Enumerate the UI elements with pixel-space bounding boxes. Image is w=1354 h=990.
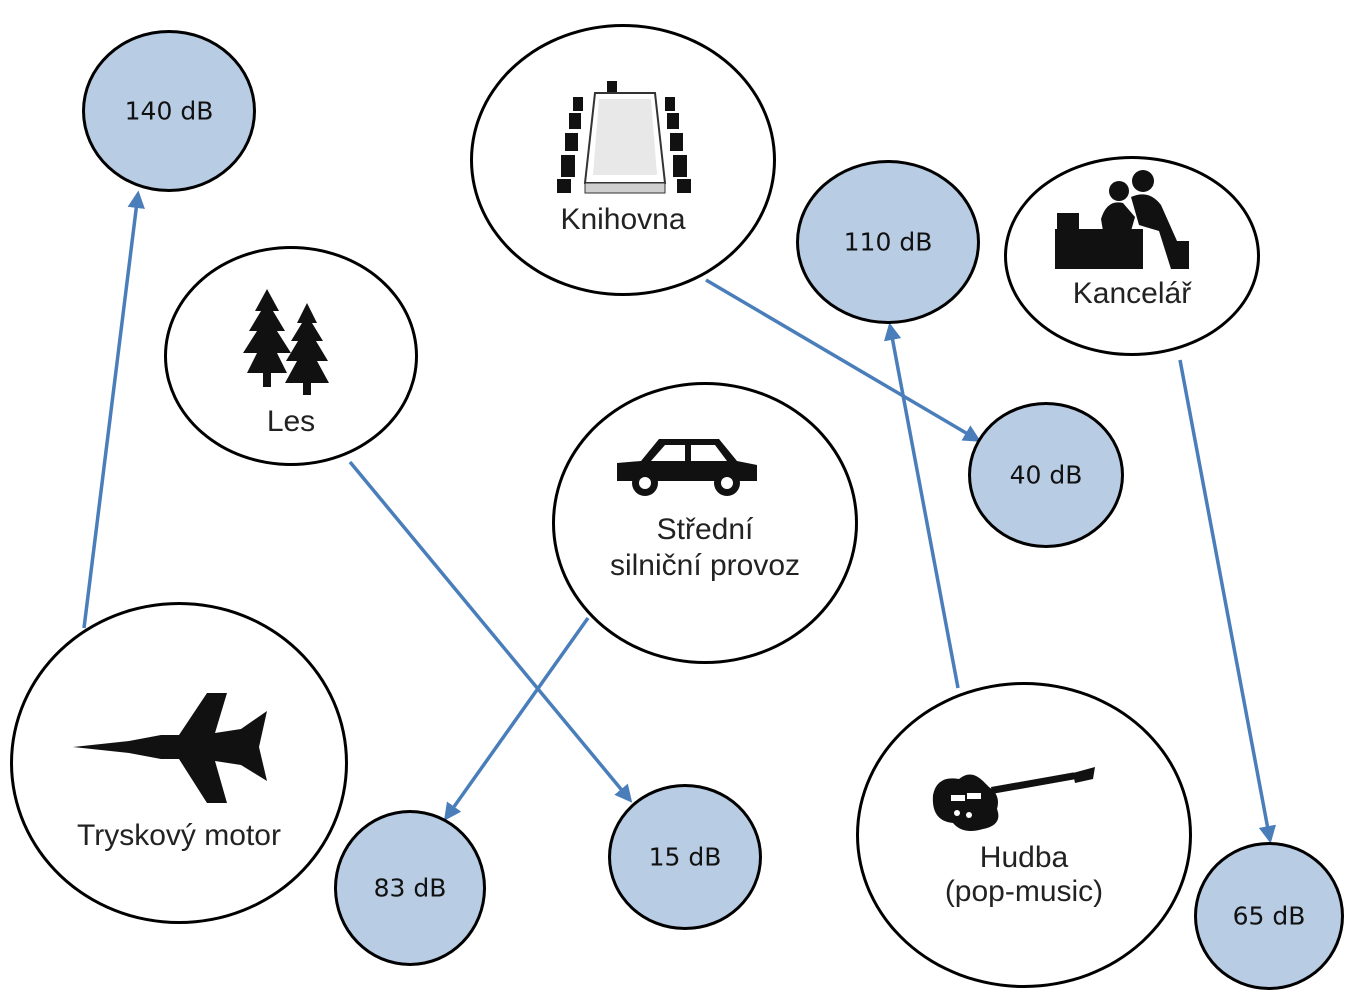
level-65-db: 65 dB (1194, 842, 1344, 990)
level-65-label: 65 dB (1232, 901, 1306, 931)
source-office-label: Kancelář (1072, 277, 1192, 310)
source-library: Knihovna (470, 24, 776, 296)
level-40-label: 40 dB (1009, 460, 1083, 490)
source-forest-label: Les (266, 405, 316, 438)
source-office: Kancelář (1004, 156, 1260, 356)
arrow-music-to-110 (883, 322, 960, 689)
arrow-forest-to-15 (348, 460, 633, 803)
office-workers-icon (1055, 170, 1189, 269)
electric-guitar-icon (932, 767, 1095, 831)
source-jet-engine: Tryskový motor (10, 602, 348, 924)
arrow-traffic-to-83 (443, 616, 590, 821)
level-110-db: 110 dB (796, 160, 980, 324)
car-icon (617, 439, 757, 496)
arrow-office-to-65 (1178, 359, 1277, 844)
source-music: Hudba (pop-music) (856, 682, 1192, 988)
source-music-label-line2: (pop-music) (944, 875, 1104, 908)
source-forest: Les (164, 246, 418, 466)
level-140-label: 140 dB (124, 96, 214, 126)
level-140-db: 140 dB (82, 30, 256, 192)
level-40-db: 40 dB (968, 402, 1124, 548)
source-music-label-line1: Hudba (979, 841, 1069, 874)
level-15-label: 15 dB (648, 842, 722, 872)
source-traffic: Střední silniční provoz (552, 382, 858, 664)
source-traffic-label-line1: Střední (656, 513, 754, 546)
jet-plane-icon (73, 693, 267, 803)
level-83-label: 83 dB (373, 873, 447, 903)
source-jet-engine-label: Tryskový motor (77, 819, 281, 852)
arrow-jet-to-140 (82, 190, 145, 629)
arrow-library-to-40 (705, 278, 982, 442)
trees-icon (243, 289, 329, 395)
level-110-label: 110 dB (843, 227, 933, 257)
level-15-db: 15 dB (608, 784, 762, 930)
level-83-db: 83 dB (334, 810, 486, 966)
conference-table-icon (557, 81, 691, 194)
source-library-label: Knihovna (560, 203, 686, 236)
source-traffic-label-line2: silniční provoz (609, 549, 801, 582)
